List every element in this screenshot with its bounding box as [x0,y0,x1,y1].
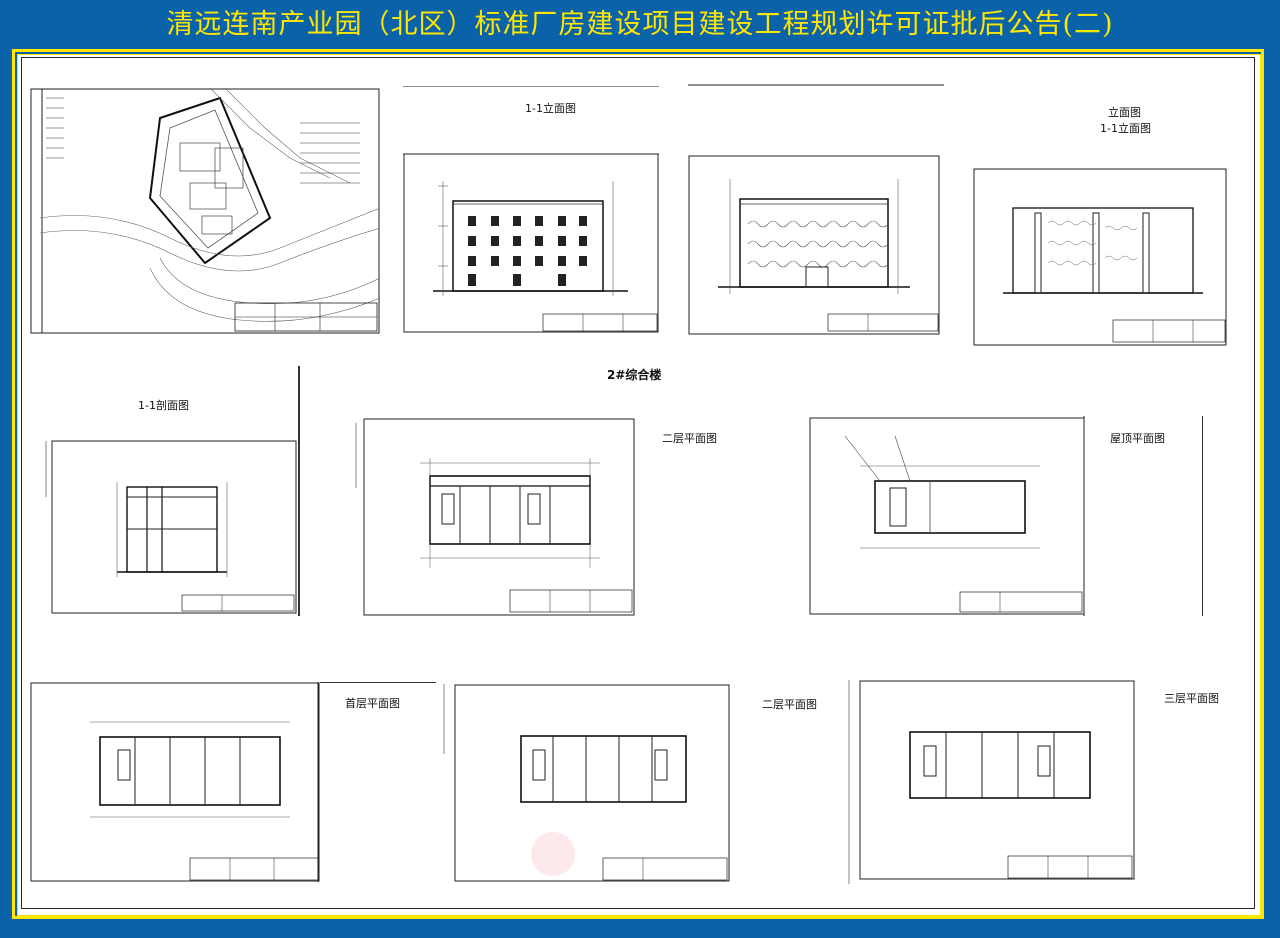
elevation-3-drawing [973,168,1229,348]
floor-plan-bottom-2-label: 二层平面图 [762,698,817,711]
elevation-3-label-b: 1-1立面图 [1100,122,1151,135]
page-title: 清远连南产业园（北区）标准厂房建设项目建设工程规划许可证批后公告(二) [166,9,1114,40]
floor-plan-bottom-2-drawing [443,684,733,884]
floor-plan-label-2: 屋顶平面图 [1110,432,1165,445]
floor-plan-bottom-3-drawing [848,680,1138,884]
floor-plan-top-right-drawing [800,416,1088,616]
floor-plan-bottom-1-label: 首层平面图 [345,697,400,710]
row2-right-divider [1202,416,1203,616]
elevation-1-label: 1-1立面图 [525,102,576,115]
site-plan-drawing [30,88,380,334]
panel-inner-border [21,57,1255,909]
building-title: 2#综合楼 [607,368,662,382]
row3-divider-a [320,682,436,683]
section-drawing [42,437,298,615]
section-label: 1-1剖面图 [138,399,189,412]
floor-plan-top-left-drawing [350,418,636,616]
floor-plan-bottom-3-label: 三层平面图 [1164,692,1219,705]
elevation-2-drawing [688,84,944,336]
elevation-3-label-a: 立面图 [1108,106,1141,119]
row2-divider [298,366,300,616]
floor-plan-bottom-1-drawing [30,682,322,882]
elevation-1-drawing [403,86,659,333]
floor-plan-label-1: 二层平面图 [662,432,717,445]
